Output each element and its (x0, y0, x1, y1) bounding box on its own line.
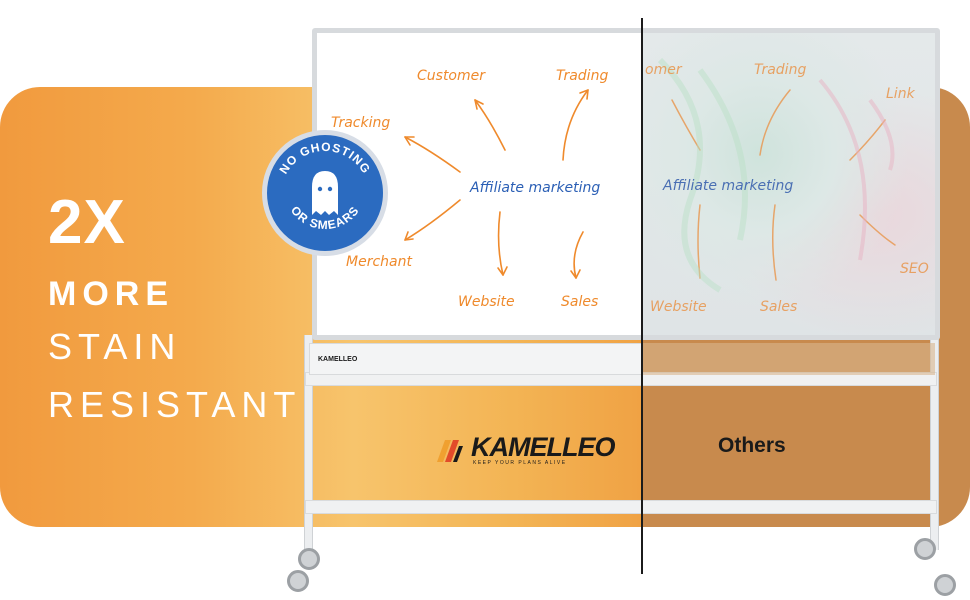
word-website: Website (650, 299, 707, 315)
badge-top-text: NO GHOSTING (276, 140, 372, 177)
brand-tagline: KEEP YOUR PLANS ALIVE (473, 460, 567, 466)
word-trading: Trading (556, 68, 609, 84)
word-customer-partial: omer (645, 62, 682, 78)
word-affiliate-marketing: Affiliate marketing (470, 180, 601, 196)
wheel (914, 538, 936, 560)
comparison-divider (641, 18, 643, 574)
headline-2x: 2X (48, 188, 126, 257)
whiteboard-stained-half (642, 33, 935, 335)
tray-logo: KAMELLEO (318, 356, 358, 363)
kamelleo-logo: KAMELLEO KEEP YOUR PLANS ALIVE (437, 432, 615, 466)
word-sales: Sales (760, 299, 798, 315)
word-affiliate-marketing: Affiliate marketing (663, 178, 794, 194)
wheel (934, 574, 956, 596)
stand-post-right (930, 335, 939, 550)
marker-tray (309, 343, 642, 375)
svg-text:NO GHOSTING: NO GHOSTING (276, 140, 373, 177)
others-label: Others (718, 434, 786, 457)
stand-rail-bottom (305, 500, 937, 514)
ghost-icon (312, 171, 338, 215)
word-link: Link (886, 86, 915, 102)
word-tracking: Tracking (331, 115, 391, 131)
headline-more: MORE (48, 275, 174, 313)
no-ghosting-badge: NO GHOSTING OR SMEARS (262, 130, 388, 256)
wheel (298, 548, 320, 570)
headline-resistant: RESISTANT (48, 384, 302, 425)
marker-tray-others (642, 343, 935, 375)
word-trading: Trading (754, 62, 807, 78)
word-merchant: Merchant (346, 254, 412, 270)
word-customer: Customer (417, 68, 486, 84)
stand-post-left (304, 335, 313, 550)
brand-name: KAMELLEO (471, 432, 615, 462)
word-sales: Sales (561, 294, 599, 310)
headline: 2X MORE STAIN RESISTANT (48, 188, 301, 434)
wheel (287, 570, 309, 592)
word-website: Website (458, 294, 515, 310)
word-seo: SEO (900, 261, 929, 277)
headline-stain: STAIN (48, 326, 182, 367)
